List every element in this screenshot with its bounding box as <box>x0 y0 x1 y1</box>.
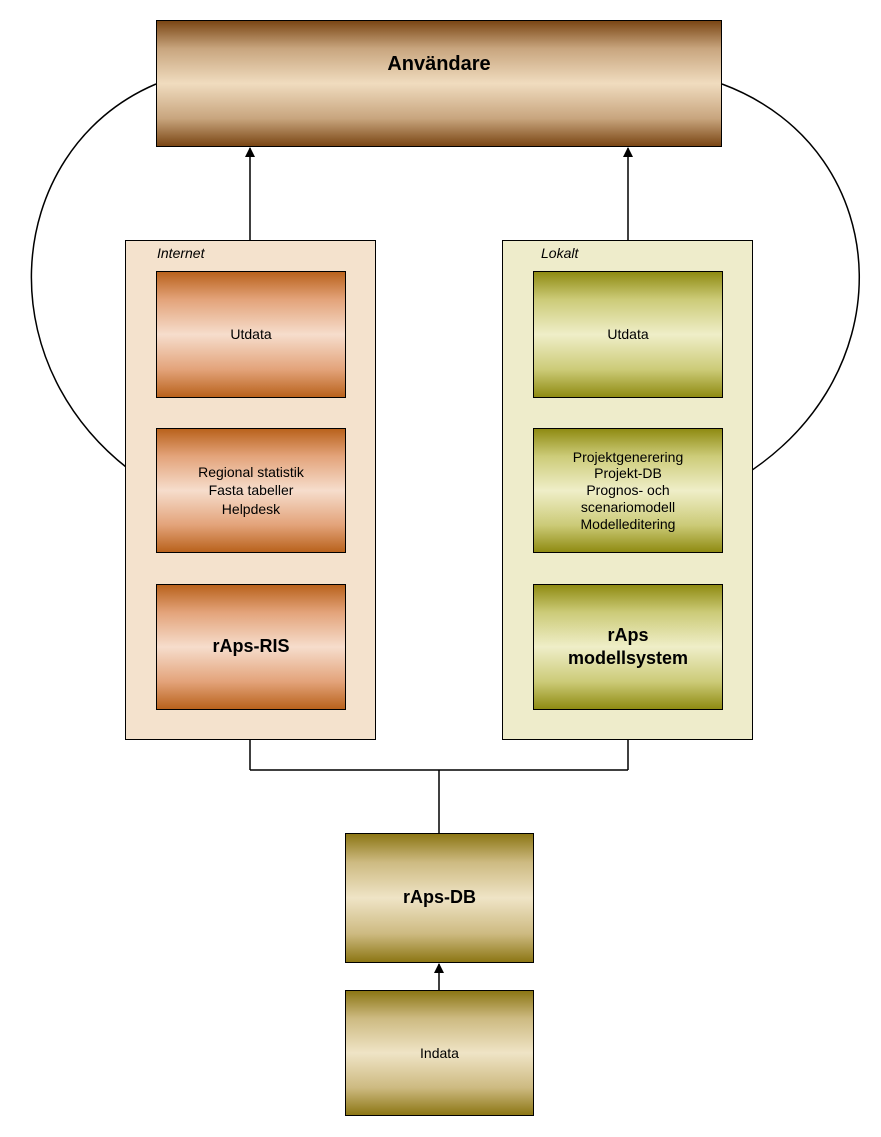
indata-label: Indata <box>420 1044 459 1061</box>
service-projekt-db: Projekt-DB <box>594 465 662 482</box>
anvandare-box: Användare <box>156 20 722 147</box>
raps-ris-label: rAps-RIS <box>212 636 290 657</box>
curve-anvandare-to-projekt <box>721 83 860 489</box>
service-scenariomodell: scenariomodell <box>580 498 676 515</box>
lokalt-group-label: Lokalt <box>541 245 579 261</box>
service-helpdesk: Helpdesk <box>221 500 281 517</box>
service-modelleditering: Modelleditering <box>580 515 676 532</box>
projekt-services-box: Projektgenerering Projekt-DB Prognos- oc… <box>533 428 723 553</box>
anvandare-label: Användare <box>387 52 491 75</box>
service-prognos-och: Prognos- och <box>586 482 670 499</box>
curve-anvandare-to-regional <box>30 83 157 489</box>
utdata-lokalt-label: Utdata <box>607 326 649 343</box>
service-fasta-tabeller: Fasta tabeller <box>208 482 294 499</box>
raps-modellsystem-box: rAps modellsystem <box>533 584 723 710</box>
utdata-lokalt-box: Utdata <box>533 271 723 398</box>
raps-modellsystem-line-2: modellsystem <box>567 648 689 668</box>
internet-group-label: Internet <box>157 245 205 261</box>
utdata-internet-label: Utdata <box>230 326 272 343</box>
raps-db-label: rAps-DB <box>402 887 476 908</box>
regional-services-box: Regional statistik Fasta tabeller Helpde… <box>156 428 346 553</box>
raps-modellsystem-line-1: rAps <box>607 624 649 645</box>
indata-box: Indata <box>345 990 534 1116</box>
service-projektgenerering: Projektgenerering <box>572 448 684 465</box>
raps-ris-box: rAps-RIS <box>156 584 346 710</box>
utdata-internet-box: Utdata <box>156 271 346 398</box>
service-regional-statistik: Regional statistik <box>198 464 304 481</box>
raps-db-box: rAps-DB <box>345 833 534 963</box>
